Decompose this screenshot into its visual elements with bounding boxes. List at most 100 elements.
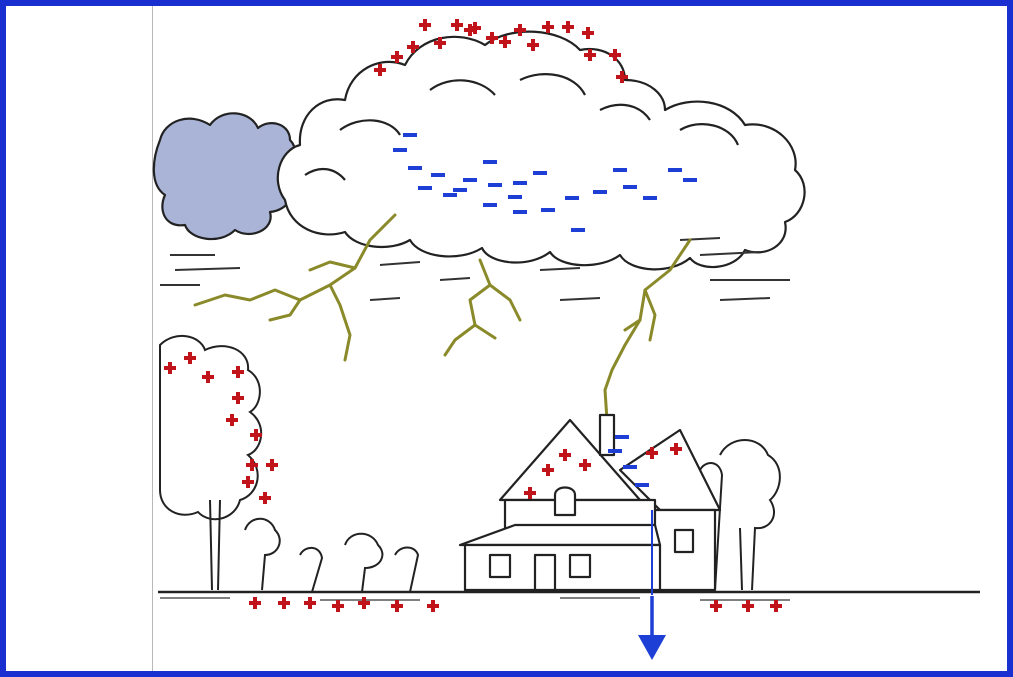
- positive-charge-icon: [242, 476, 254, 488]
- positive-charge-icon: [407, 41, 419, 53]
- positive-charge-icon: [164, 362, 176, 374]
- roof-positive: [524, 443, 682, 499]
- cloud-lobe-inner-2: [429, 79, 496, 96]
- ground-positive-right: [710, 600, 782, 612]
- tree-small-1: [244, 517, 281, 591]
- cloud-shadow: [152, 112, 297, 241]
- positive-charge-icon: [226, 414, 238, 426]
- positive-charge-icon: [524, 487, 536, 499]
- tree-small-3: [394, 546, 420, 593]
- cloud-base-negative: [393, 133, 697, 232]
- negative-charge-icon: [513, 210, 527, 214]
- positive-charge-icon: [202, 371, 214, 383]
- positive-charge-icon: [616, 71, 628, 83]
- cloud-top-positive: [374, 19, 628, 83]
- positive-charge-icon: [609, 49, 621, 61]
- negative-charge-icon: [643, 196, 657, 200]
- negative-charge-icon: [418, 186, 432, 190]
- positive-charge-icon: [486, 32, 498, 44]
- positive-charge-icon: [246, 459, 258, 471]
- negative-charge-icon: [668, 168, 682, 172]
- positive-charge-icon: [391, 51, 403, 63]
- tree-small-4: [299, 546, 324, 593]
- negative-charge-icon: [533, 171, 547, 175]
- positive-charge-icon: [232, 392, 244, 404]
- porch-window-right: [568, 553, 592, 579]
- negative-charge-icon: [508, 195, 522, 199]
- tree-big-left: [159, 335, 262, 521]
- side-window: [673, 528, 695, 554]
- negative-charge-icon: [623, 185, 637, 189]
- positive-charge-icon: [427, 600, 439, 612]
- positive-charge-icon: [527, 39, 539, 51]
- negative-charge-icon: [443, 193, 457, 197]
- house-door: [533, 553, 557, 592]
- house-side-roof: [618, 428, 722, 512]
- down-arrow-icon: [638, 596, 666, 660]
- negative-charge-icon: [635, 483, 649, 487]
- positive-charge-icon: [451, 19, 463, 31]
- cloud-lobe-inner-4: [679, 123, 740, 146]
- positive-charge-icon: [391, 600, 403, 612]
- tree-small-2: [344, 532, 384, 593]
- positive-charge-icon: [710, 600, 722, 612]
- positive-charge-icon: [249, 597, 261, 609]
- positive-charge-icon: [419, 19, 431, 31]
- tree-right: [719, 439, 781, 591]
- positive-charge-icon: [670, 443, 682, 455]
- positive-charge-icon: [542, 464, 554, 476]
- positive-charge-icon: [278, 597, 290, 609]
- charge-markers: [164, 19, 782, 612]
- ground-positive-left: [249, 597, 439, 612]
- tree-icon: [159, 335, 781, 593]
- positive-charge-icon: [259, 492, 271, 504]
- negative-charge-icon: [683, 178, 697, 182]
- positive-charge-icon: [584, 49, 596, 61]
- cloud-lobe-inner-6: [599, 103, 651, 121]
- negative-charge-icon: [453, 188, 467, 192]
- cloud-streaks: [160, 237, 790, 301]
- positive-charge-icon: [358, 597, 370, 609]
- positive-charge-icon: [646, 447, 658, 459]
- positive-charge-icon: [562, 21, 574, 33]
- tree-right-small: [699, 462, 724, 591]
- positive-charge-icon: [232, 366, 244, 378]
- positive-charge-icon: [514, 24, 526, 36]
- house-porch-roof: [458, 523, 662, 547]
- upper-window: [553, 486, 577, 517]
- negative-charge-icon: [463, 178, 477, 182]
- negative-charge-icon: [431, 173, 445, 177]
- positive-charge-icon: [332, 600, 344, 612]
- lightning-bolt-icon: [193, 213, 692, 422]
- margin-rule: [152, 6, 153, 671]
- positive-charge-icon: [542, 21, 554, 33]
- storm-cloud-icon: [152, 30, 806, 271]
- positive-charge-icon: [582, 27, 594, 39]
- positive-charge-icon: [464, 24, 476, 36]
- negative-charge-icon: [488, 183, 502, 187]
- positive-charge-icon: [266, 459, 278, 471]
- positive-charge-icon: [434, 37, 446, 49]
- negative-charge-icon: [513, 181, 527, 185]
- positive-charge-icon: [742, 600, 754, 612]
- cloud-lobe-inner-3: [519, 73, 586, 96]
- positive-charge-icon: [499, 36, 511, 48]
- cloud-lobe-inner-5: [304, 167, 346, 181]
- positive-charge-icon: [374, 64, 386, 76]
- tree-big-left-trunk: [209, 499, 221, 591]
- ground-grass: [160, 597, 790, 601]
- negative-charge-icon: [541, 208, 555, 212]
- chimney: [598, 413, 616, 457]
- chimney-negative: [608, 435, 649, 487]
- negative-charge-icon: [571, 228, 585, 232]
- positive-charge-icon: [579, 459, 591, 471]
- positive-charge-icon: [770, 600, 782, 612]
- negative-charge-icon: [408, 166, 422, 170]
- negative-charge-icon: [593, 190, 607, 194]
- negative-charge-icon: [615, 435, 629, 439]
- negative-charge-icon: [623, 465, 637, 469]
- house-icon: [458, 413, 722, 595]
- negative-charge-icon: [483, 203, 497, 207]
- negative-charge-icon: [483, 160, 497, 164]
